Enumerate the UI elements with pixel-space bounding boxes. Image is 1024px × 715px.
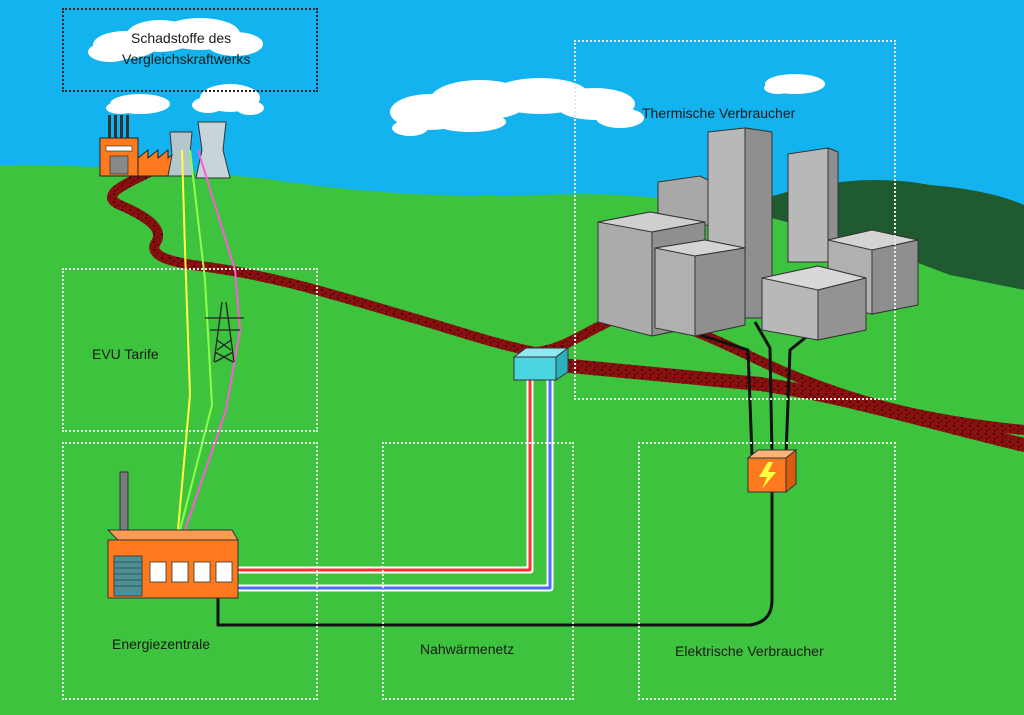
factory-icon [99, 115, 179, 177]
electrical-consumers-label: Elektrische Verbraucher [675, 643, 824, 659]
cloud-icon [88, 18, 263, 62]
thermal-consumers-label: Thermische Verbraucher [642, 105, 796, 121]
thermal-consumers-frame [574, 40, 896, 400]
utility-tariffs-frame [62, 268, 318, 432]
energy-center-frame [62, 442, 318, 700]
local-heating-network-label: Nahwärmenetz [420, 641, 515, 657]
cloud-icon [764, 74, 825, 94]
cloud-icon [390, 78, 644, 136]
cooling-tower-icon [167, 121, 231, 179]
reference-emissions-label-line1: Schadstoffe des [131, 30, 232, 46]
reference-emissions-frame [62, 8, 318, 92]
electrical-consumers-frame [638, 442, 896, 700]
energy-center-label: Energiezentrale [112, 636, 211, 652]
road [107, 167, 1024, 435]
power-pylon-icon [205, 301, 244, 363]
thermal-consumer-buildings [597, 127, 919, 341]
utility-tariffs-label: EVU Tarife [92, 346, 159, 362]
emission-yellow-line [177, 149, 192, 531]
return-pipe [238, 378, 552, 590]
lightning-icon [759, 462, 776, 489]
energy-center-building [106, 471, 239, 599]
electrical-distribution-box [746, 448, 798, 494]
local-heating-network-frame [382, 442, 574, 700]
reference-emissions-label-line2: Vergleichskraftwerks [122, 51, 251, 67]
power-cables [216, 321, 816, 627]
emission-green-line [179, 149, 214, 531]
road-branch [553, 358, 1024, 452]
heat-substation [512, 347, 570, 381]
